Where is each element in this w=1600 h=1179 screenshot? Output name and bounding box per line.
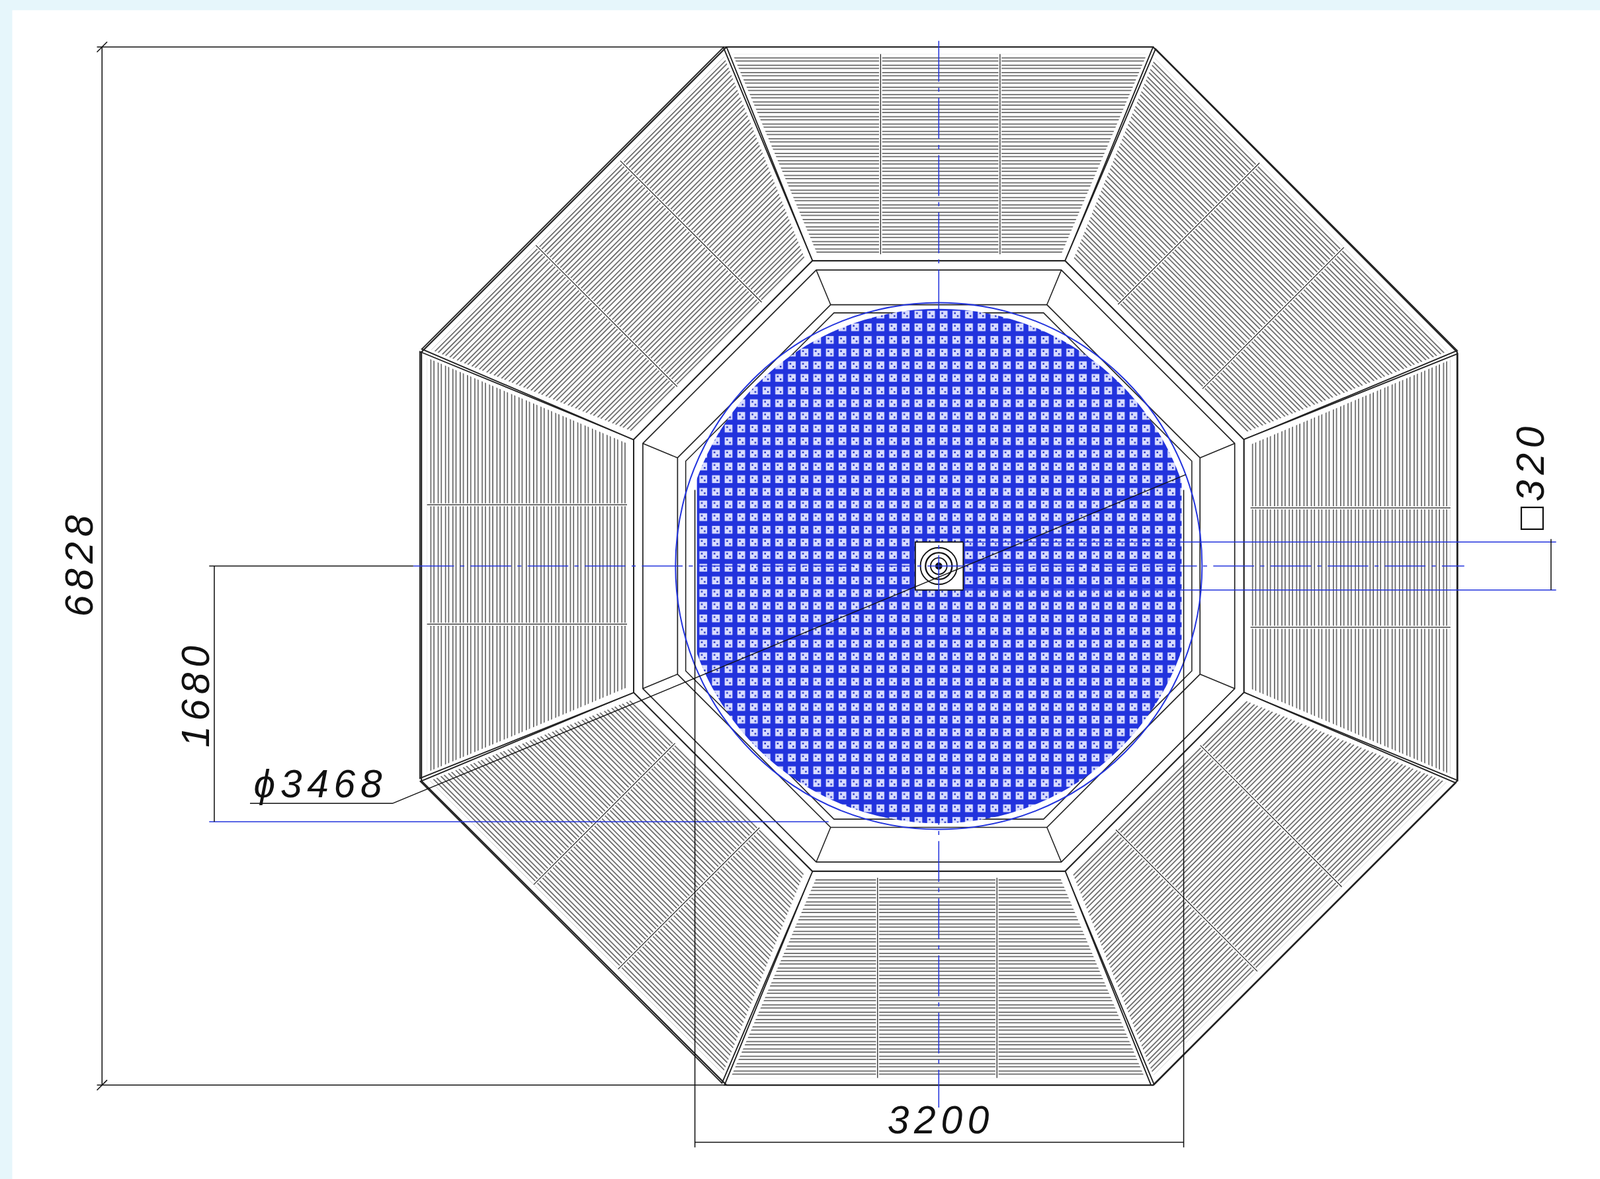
dimension-offset: 1680 xyxy=(176,640,216,747)
dimension-height: 6828 xyxy=(60,509,100,617)
dimension-diameter: ϕ3468 xyxy=(253,764,388,804)
dimension-square: □320 xyxy=(1511,421,1551,530)
dimension-width: 3200 xyxy=(887,1099,995,1139)
